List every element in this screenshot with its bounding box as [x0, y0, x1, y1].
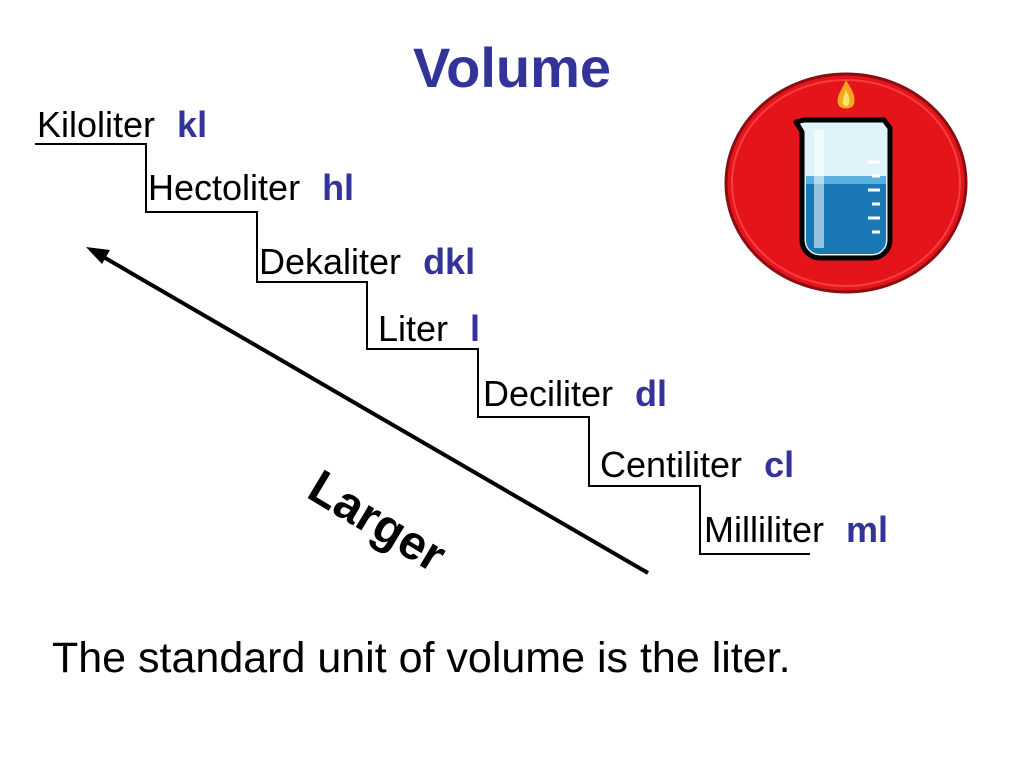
unit-name: Centiliter	[600, 444, 743, 485]
unit-abbr: dl	[635, 373, 668, 414]
unit-name: Dekaliter	[259, 241, 402, 282]
slide-title: Volume	[412, 36, 612, 99]
unit-deciliter: Deciliter dl	[483, 376, 667, 412]
unit-abbr: ml	[846, 509, 889, 550]
unit-abbr: cl	[764, 444, 795, 485]
unit-name: Milliliter	[704, 509, 824, 550]
unit-abbr: kl	[177, 104, 208, 145]
unit-milliliter: Milliliter ml	[704, 512, 888, 548]
unit-abbr: dkl	[423, 241, 476, 282]
unit-kiloliter: Kiloliter kl	[37, 107, 207, 143]
unit-dekaliter: Dekaliter dkl	[259, 244, 475, 280]
caption-text: The standard unit of volume is the liter…	[52, 634, 791, 682]
unit-centiliter: Centiliter cl	[600, 447, 794, 483]
beaker-icon	[724, 72, 968, 294]
unit-name: Deciliter	[483, 373, 614, 414]
unit-abbr: l	[470, 308, 481, 349]
unit-name: Liter	[378, 308, 449, 349]
larger-arrow	[86, 247, 650, 575]
unit-name: Kiloliter	[37, 104, 156, 145]
unit-name: Hectoliter	[148, 167, 301, 208]
unit-hectoliter: Hectoliter hl	[148, 170, 354, 206]
unit-abbr: hl	[322, 167, 355, 208]
